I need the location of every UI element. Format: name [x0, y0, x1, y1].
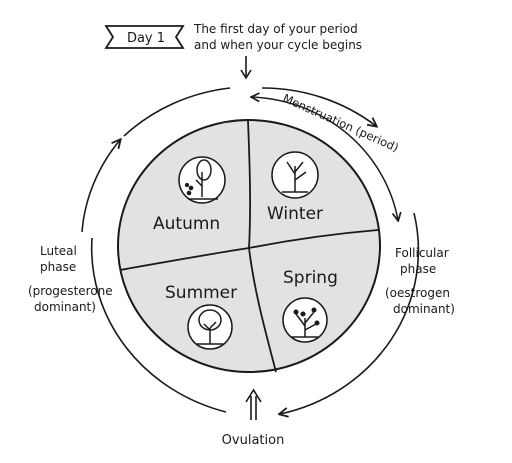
winter-tree-icon — [271, 151, 319, 199]
day-1-note-line-2: and when your cycle begins — [194, 38, 362, 52]
right-arc — [280, 212, 420, 414]
ovulation-label: Ovulation — [222, 433, 285, 448]
follicular-line-4: dominant) — [393, 302, 455, 316]
autumn-tree-icon — [178, 156, 226, 204]
season-wheel — [117, 119, 381, 373]
follicular-phase-label: Follicular phase (oestrogen dominant) — [385, 246, 455, 316]
left-upper-arc — [81, 140, 120, 233]
wheel-divider-horizontal — [119, 229, 379, 271]
top-left-arc — [123, 87, 231, 137]
left-lower-arc — [90, 237, 227, 413]
follicular-line-3: (oestrogen — [385, 286, 450, 300]
winter-label: Winter — [267, 204, 323, 224]
luteal-phase-label: Luteal phase (progesterone dominant) — [28, 244, 113, 314]
day-1-label: Day 1 — [127, 31, 165, 46]
day-1-note-line-1: The first day of your period — [193, 22, 358, 36]
ovulation-arrow — [245, 388, 262, 420]
luteal-line-3: (progesterone — [28, 284, 113, 298]
spring-label: Spring — [283, 268, 338, 288]
follicular-line-2: phase — [400, 262, 436, 276]
menstruation-arrow — [252, 97, 398, 220]
summer-tree-icon — [187, 304, 233, 350]
luteal-line-1: Luteal — [40, 244, 77, 258]
day-1-arrow — [240, 56, 252, 80]
day-1-banner: Day 1 — [104, 25, 185, 49]
spring-tree-icon — [282, 297, 328, 343]
autumn-label: Autumn — [153, 214, 220, 234]
summer-label: Summer — [165, 283, 237, 303]
luteal-line-2: phase — [40, 260, 76, 274]
luteal-line-4: dominant) — [34, 300, 96, 314]
follicular-line-1: Follicular — [395, 246, 449, 260]
outer-cycle-arrows — [81, 87, 420, 414]
